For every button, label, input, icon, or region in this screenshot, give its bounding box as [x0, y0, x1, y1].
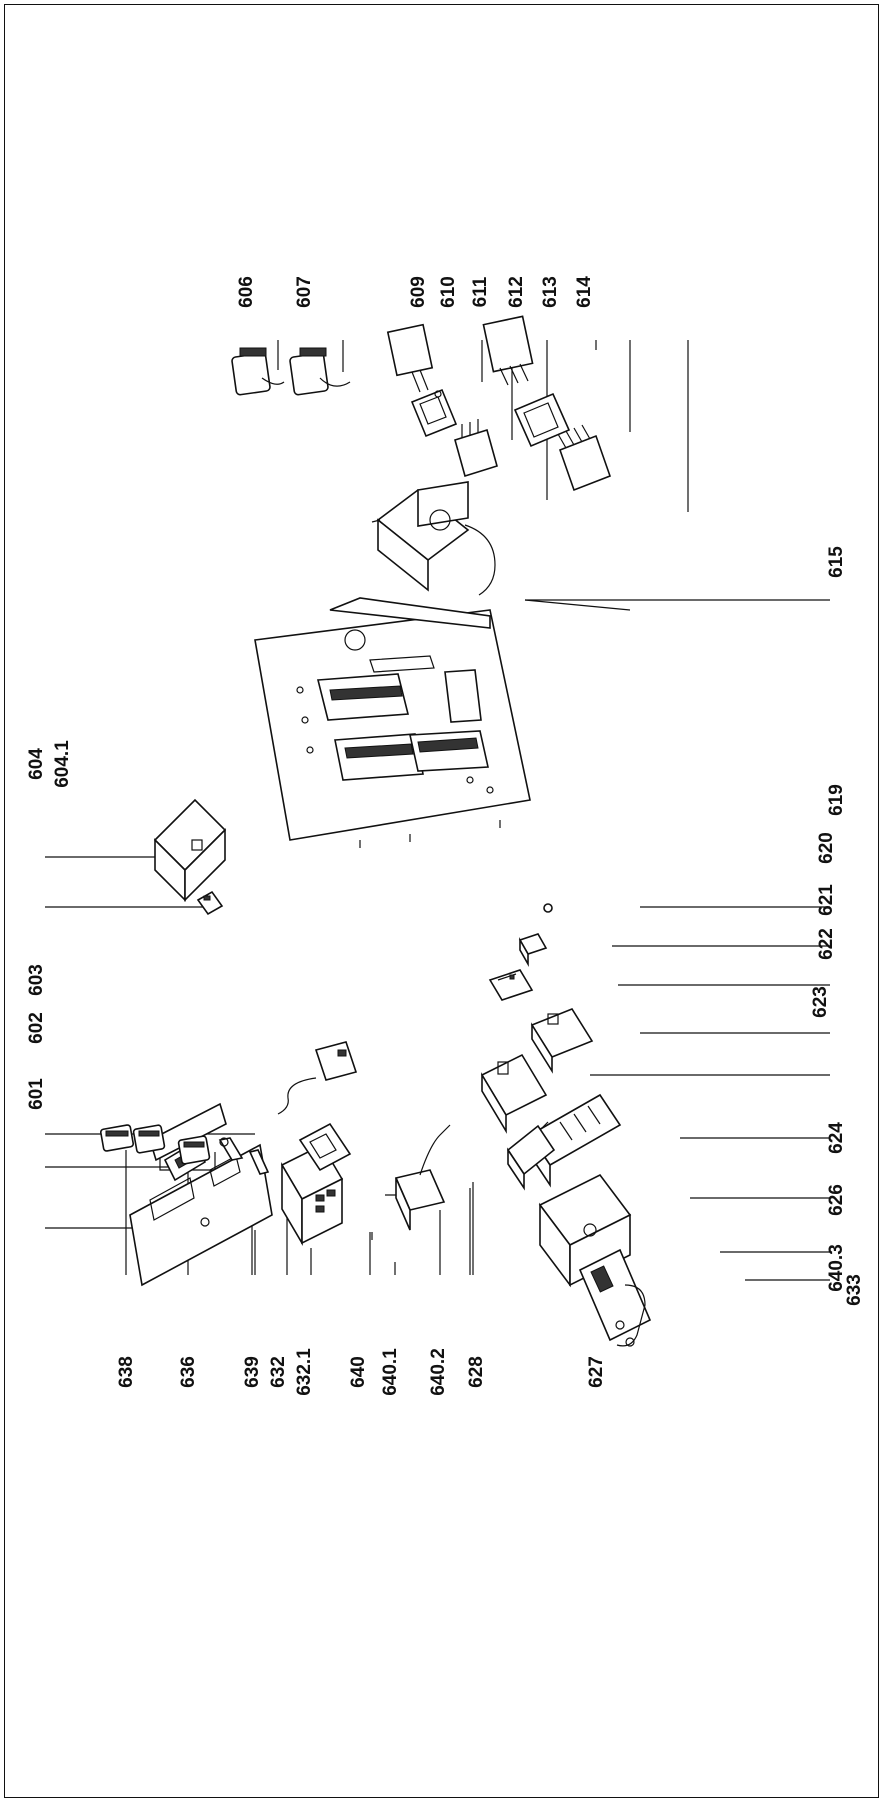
part-640-3 — [578, 1248, 652, 1342]
callout-607: 607 — [294, 276, 315, 308]
callout-633: 633 — [844, 1274, 865, 1306]
part-623 — [480, 1053, 548, 1134]
part-611 — [454, 419, 498, 478]
drawing-frame — [4, 4, 879, 1798]
callout-613: 613 — [540, 276, 561, 308]
part-610 — [410, 388, 458, 438]
callout-632-1: 632.1 — [294, 1348, 315, 1396]
part-628 — [394, 1124, 451, 1231]
callout-640-3: 640.3 — [826, 1244, 847, 1292]
callout-623: 623 — [810, 986, 831, 1018]
callout-622: 622 — [816, 928, 837, 960]
part-627 — [506, 1121, 556, 1191]
callout-636: 636 — [178, 1356, 199, 1388]
callout-610: 610 — [438, 276, 459, 308]
part-613 — [513, 392, 571, 448]
part-636 — [132, 1124, 211, 1165]
callout-639: 639 — [242, 1356, 263, 1388]
callout-601: 601 — [26, 1078, 47, 1110]
callout-632: 632 — [268, 1356, 289, 1388]
part-640-1 — [298, 1122, 352, 1172]
part-619 — [543, 903, 553, 913]
callout-604-1: 604.1 — [52, 740, 73, 788]
part-639 — [218, 1137, 244, 1161]
callout-615: 615 — [826, 546, 847, 578]
part-601 — [129, 1143, 273, 1287]
callout-604: 604 — [26, 748, 47, 780]
callout-620: 620 — [816, 832, 837, 864]
part-main-panel — [254, 597, 531, 848]
callout-640: 640 — [348, 1356, 369, 1388]
callout-609: 609 — [408, 276, 429, 308]
callout-640-2: 640.2 — [428, 1348, 449, 1396]
part-621 — [488, 969, 534, 1001]
part-620 — [518, 933, 548, 968]
part-604-1 — [196, 890, 224, 916]
part-603 — [149, 1102, 227, 1162]
part-606 — [231, 347, 285, 396]
part-638 — [99, 1124, 135, 1152]
callout-611: 611 — [470, 276, 491, 307]
callout-612: 612 — [506, 276, 527, 308]
callout-624: 624 — [826, 1122, 847, 1154]
callout-619: 619 — [826, 784, 847, 816]
part-604 — [153, 798, 227, 902]
callout-606: 606 — [236, 276, 257, 308]
callout-626: 626 — [826, 1184, 847, 1216]
callout-640-1: 640.1 — [380, 1348, 401, 1396]
part-633 — [615, 1284, 646, 1347]
callout-628: 628 — [466, 1356, 487, 1388]
part-632 — [248, 1149, 270, 1175]
part-614 — [557, 424, 612, 492]
callout-627: 627 — [586, 1356, 607, 1388]
part-615 — [371, 481, 496, 596]
part-607 — [289, 347, 351, 396]
callouts: 606 607 609 610 611 612 613 614 615 604 … — [26, 276, 865, 1396]
callout-621: 621 — [816, 884, 837, 916]
callout-614: 614 — [574, 276, 595, 308]
part-612 — [482, 315, 534, 386]
part-622 — [530, 1008, 594, 1074]
callout-602: 602 — [26, 1012, 47, 1044]
callout-603: 603 — [26, 964, 47, 996]
part-609 — [386, 323, 434, 393]
part-640-2 — [277, 1041, 358, 1115]
callout-638: 638 — [116, 1356, 137, 1388]
